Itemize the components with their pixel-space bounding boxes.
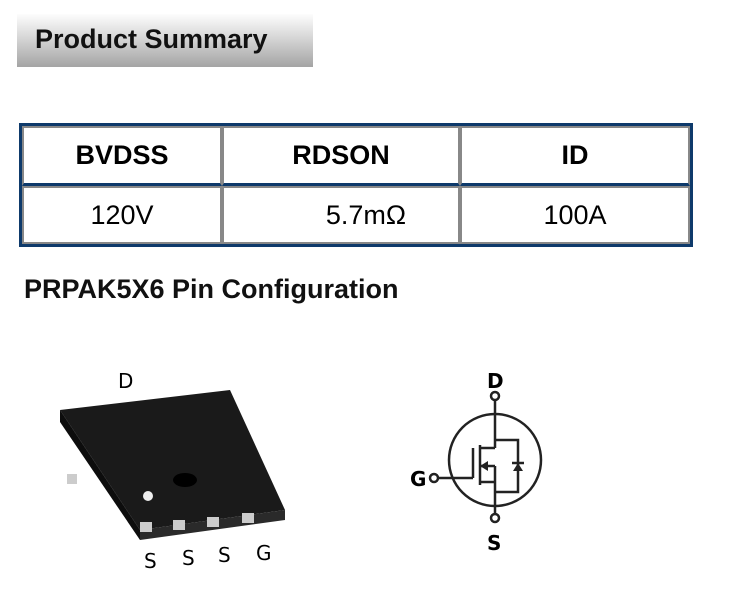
package-label-s3: S (218, 543, 231, 567)
value-id: 100A (460, 186, 690, 244)
section-title: Product Summary (35, 24, 268, 54)
table-header-row: BVDSS RDSON ID (22, 126, 690, 186)
symbol-label-d: D (487, 369, 504, 393)
value-bvdss: 120V (22, 186, 222, 244)
package-illustration: D S S S G (60, 369, 285, 573)
chip-body-icon (60, 390, 285, 540)
section-banner: Product Summary (17, 14, 313, 67)
symbol-label-s: S (487, 531, 501, 555)
header-rdson: RDSON (222, 126, 460, 186)
header-bvdss: BVDSS (22, 126, 222, 186)
package-label-s1: S (144, 549, 157, 573)
value-rdson: 5.7mΩ (222, 186, 460, 244)
header-id: ID (460, 126, 690, 186)
mosfet-symbol: D G S (410, 369, 543, 555)
package-label-d: D (118, 369, 133, 393)
product-summary-table: BVDSS RDSON ID 120V 5.7mΩ 100A (19, 123, 693, 247)
table-row: 120V 5.7mΩ 100A (22, 186, 690, 244)
mosfet-icon (428, 390, 543, 524)
pin-config-title: PRPAK5X6 Pin Configuration (24, 274, 399, 304)
symbol-label-g: G (410, 467, 426, 491)
package-label-g: G (256, 541, 272, 565)
package-label-s2: S (182, 546, 195, 570)
